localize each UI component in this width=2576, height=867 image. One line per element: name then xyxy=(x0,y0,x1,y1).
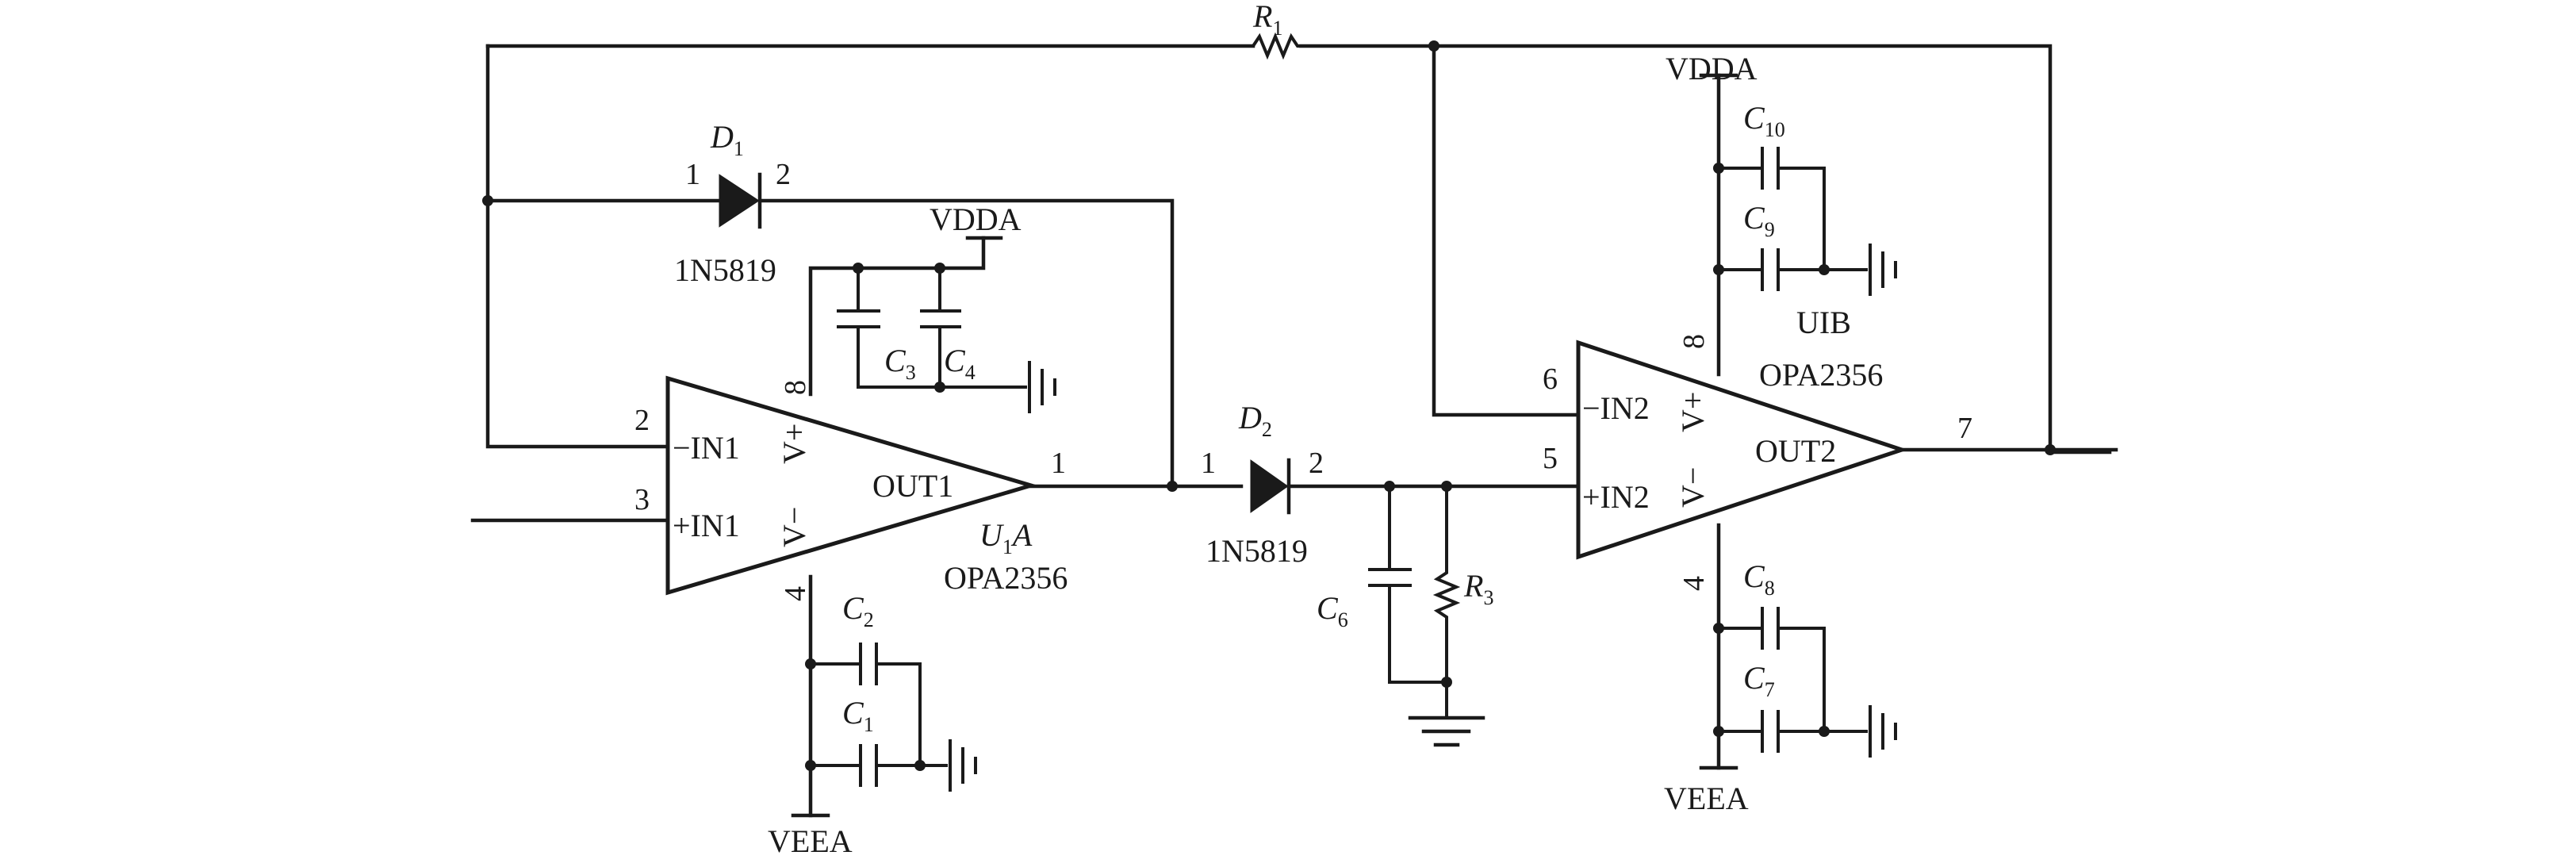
opamp-a-pin-vpos: 8 xyxy=(779,380,812,395)
opamp-a-vneg-decoupling xyxy=(791,574,977,818)
opamp-b-pin-in-pos: 5 xyxy=(1543,442,1558,475)
diode-d1-pin-cathode: 2 xyxy=(776,158,791,191)
resistor-r3-label: R3 xyxy=(1463,568,1493,609)
opamp-b-vpos-label: V+ xyxy=(1675,392,1711,432)
opamp-a-pin-in-pos: 3 xyxy=(634,483,650,516)
capacitor-c4-label: C4 xyxy=(944,343,976,384)
opamp-a-vneg-label: V− xyxy=(776,507,812,547)
opamp-a-part: OPA2356 xyxy=(944,560,1068,596)
opamp-a-pin-in-neg: 2 xyxy=(634,404,650,437)
capacitor-c6 xyxy=(1368,481,1447,684)
opamp-b-vneg-label: V− xyxy=(1675,467,1711,508)
opamp-a xyxy=(665,375,1038,596)
diode-d2-pin-anode: 1 xyxy=(1201,447,1216,480)
opamp-b-ref: UIB xyxy=(1796,305,1851,340)
opamp-a-out-label: OUT1 xyxy=(872,468,953,504)
diode-d1-pin-anode: 1 xyxy=(685,158,700,191)
opamp-a-in-neg-label: −IN1 xyxy=(673,430,740,466)
opamp-a-vpos-label: V+ xyxy=(776,424,812,464)
opamp-b-in-neg-label: −IN2 xyxy=(1582,390,1650,426)
opamp-b-pin-in-neg: 6 xyxy=(1543,363,1558,396)
diode-d1-label: D1 xyxy=(710,119,744,160)
capacitor-c2-label: C2 xyxy=(842,590,874,631)
opamp-a-pin-vneg: 4 xyxy=(779,586,812,601)
opamp-b-pin-vneg: 4 xyxy=(1677,576,1711,591)
capacitor-c6-label: C6 xyxy=(1317,590,1348,631)
opamp-a-pin-out: 1 xyxy=(1051,447,1066,480)
capacitor-c3-label: C3 xyxy=(884,343,916,384)
capacitor-c10-label: C10 xyxy=(1743,100,1785,141)
resistor-r1 xyxy=(1252,32,1301,60)
diode-d1 xyxy=(719,172,762,229)
resistor-r1-label: R1 xyxy=(1252,0,1282,40)
opamp-b-vneg-decoupling xyxy=(1699,523,1897,770)
opamp-b-pin-out: 7 xyxy=(1957,412,1972,445)
opamp-a-in-pos-label: +IN1 xyxy=(673,508,740,543)
capacitor-c1-label: C1 xyxy=(842,695,874,736)
capacitor-c8-label: C8 xyxy=(1743,558,1775,600)
opamp-a-vpos-decoupling xyxy=(808,236,1056,413)
opamp-b-vpos-decoupling xyxy=(1699,73,1897,377)
diode-d2 xyxy=(1250,458,1291,515)
feedback-wires xyxy=(485,44,2112,489)
diode-d1-part: 1N5819 xyxy=(674,252,776,288)
opamp-b-in-pos-label: +IN2 xyxy=(1582,479,1650,515)
rail-vdda-b: VDDA xyxy=(1666,51,1758,86)
diode-d2-label: D2 xyxy=(1238,400,1272,441)
diode-d2-pin-cathode: 2 xyxy=(1309,447,1324,480)
opamp-a-ref: U1A xyxy=(979,517,1033,558)
opamp-b-pin-vpos: 8 xyxy=(1677,334,1711,349)
rail-veea-b: VEEA xyxy=(1664,781,1749,816)
diode-d2-part: 1N5819 xyxy=(1206,533,1308,569)
capacitor-c9-label: C9 xyxy=(1743,200,1775,241)
capacitor-c7-label: C7 xyxy=(1743,660,1775,701)
rail-vdda-a: VDDA xyxy=(930,201,1022,237)
resistor-r3 xyxy=(1408,481,1485,747)
opamp-b-part: OPA2356 xyxy=(1759,357,1883,393)
rail-veea-a: VEEA xyxy=(768,823,853,859)
opamp-b-out-label: OUT2 xyxy=(1755,433,1836,469)
opamp-b xyxy=(1576,340,1908,560)
junctions xyxy=(482,40,2056,492)
